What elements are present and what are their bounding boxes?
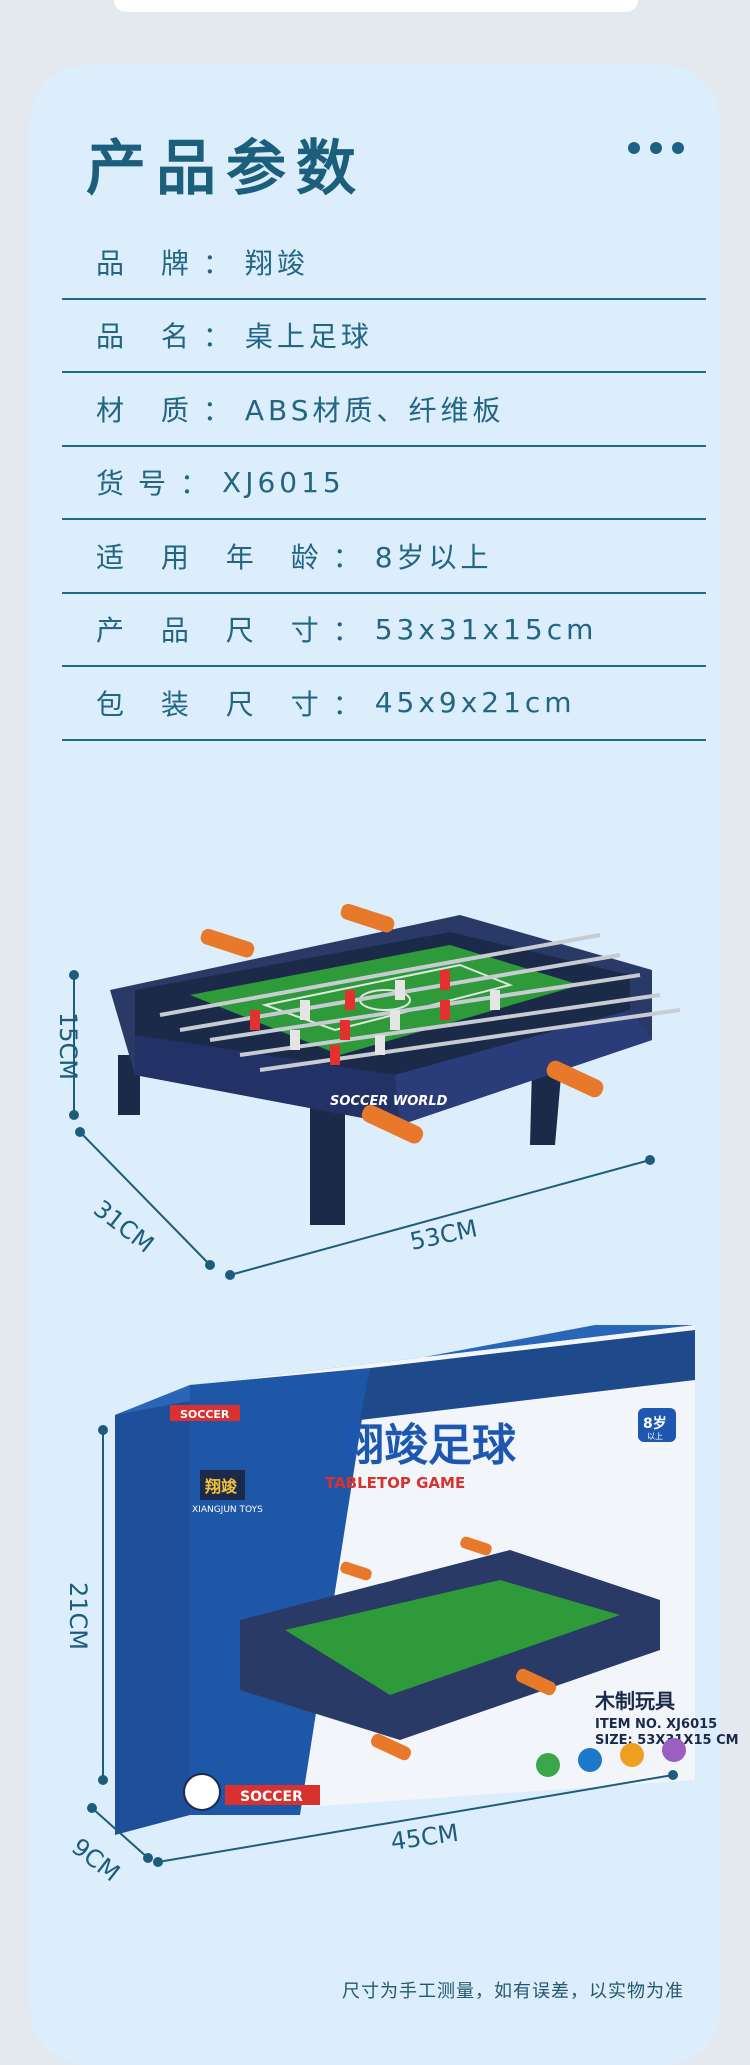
box-item-no: ITEM NO. XJ6015 [595,1717,717,1732]
box-depth-label: 9CM [66,1833,125,1888]
box-title-en: TABLETOP GAME [325,1474,465,1492]
spec-row-item-no: 货号：XJ6015 [62,447,706,520]
spec-row-age: 适 用 年 龄：8岁以上 [62,520,706,594]
box-brand-logo: 翔竣 [204,1477,238,1496]
measurement-note: 尺寸为手工测量，如有误差，以实物为准 [342,1981,684,2002]
spec-row-product-size: 产 品 尺 寸：53x31x15cm [62,594,706,667]
spec-row-brand: 品 牌：翔竣 [62,226,706,300]
top-strip [114,0,638,12]
ellipsis-icon[interactable] [628,142,684,154]
package-box: 翔竣 XIANGJUN TOYS SOCCER 翔竣足球 TABLETOP GA… [115,1325,739,1835]
section-title: 产品参数 [86,134,366,204]
foosball-table: SOCCER WORLD [110,903,681,1225]
box-width-label: 45CM [389,1819,460,1856]
box-age: 8岁 [643,1415,667,1432]
spec-row-material: 材 质：ABS材质、纤维板 [62,373,706,447]
box-bottom-tag: SOCCER [240,1789,303,1805]
spec-list: 品 牌：翔竣 品 名：桌上足球 材 质：ABS材质、纤维板 货号：XJ6015 … [62,226,706,741]
soccer-ball-icon [183,1773,221,1811]
box-height-label: 21CM [64,1582,92,1650]
product-illustration: SOCCER WORLD [54,903,739,1888]
table-depth-label: 31CM [88,1195,159,1259]
box-title-cn: 翔竣足球 [340,1420,517,1471]
spec-row-package-size: 包 装 尺 寸：45x9x21cm [62,667,706,741]
table-side-text: SOCCER WORLD [330,1094,448,1109]
box-wood-toy: 木制玩具 [594,1689,675,1713]
box-soccer-tag: SOCCER [180,1408,230,1421]
box-brand-name: XIANGJUN TOYS [192,1505,263,1515]
box-age-sub: 以上 [647,1432,663,1441]
table-height-label: 15CM [54,1012,82,1080]
spec-row-name: 品 名：桌上足球 [62,300,706,373]
table-width-label: 53CM [407,1214,479,1256]
